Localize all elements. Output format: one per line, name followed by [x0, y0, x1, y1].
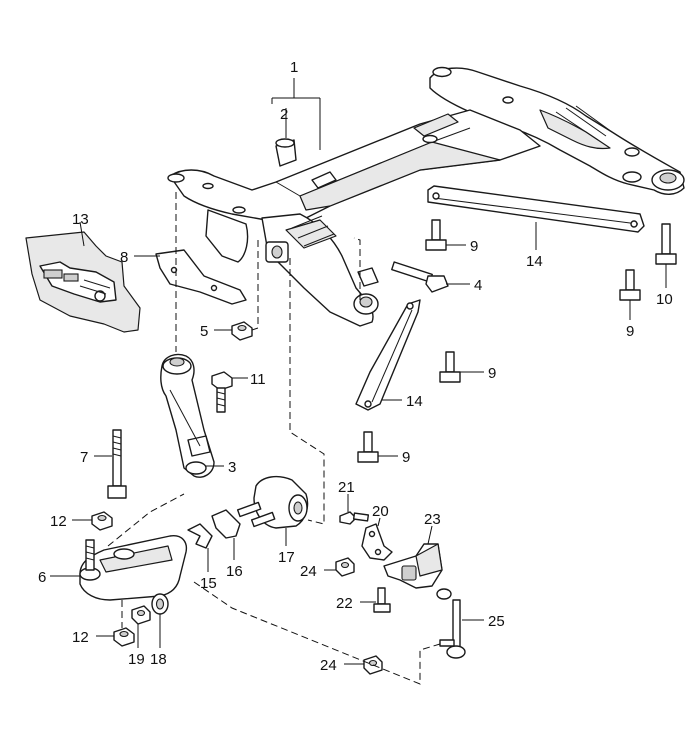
callout-24-b: 24	[320, 657, 337, 674]
leader-lines	[50, 78, 667, 665]
callout-labels: 1 2 13 8 5 11 7 3 12 6 12 19 18 15 16 17…	[38, 59, 673, 674]
callout-2: 2	[280, 106, 288, 123]
bolt-part-7	[107, 429, 127, 499]
brace-strip-upper	[427, 185, 645, 233]
callout-8: 8	[120, 249, 128, 266]
callout-12-lower: 12	[72, 629, 89, 646]
callout-19: 19	[128, 651, 145, 668]
callout-15: 15	[200, 575, 217, 592]
callout-1: 1	[290, 59, 298, 76]
callout-11: 11	[250, 371, 266, 388]
brace-strip-lower	[355, 299, 421, 411]
callout-25: 25	[488, 613, 505, 630]
bolt-part-4	[391, 261, 449, 293]
callout-12-upper: 12	[50, 513, 67, 530]
bracket-part-20	[361, 523, 393, 561]
bolt-part-9-d	[357, 431, 379, 463]
callout-9-d: 9	[402, 449, 410, 466]
bolt-part-11	[211, 371, 233, 413]
callout-6: 6	[38, 569, 46, 586]
callout-23: 23	[424, 511, 441, 528]
bolt-part-10	[655, 223, 677, 265]
callout-3: 3	[228, 459, 236, 476]
crossmember	[167, 66, 685, 327]
bushing-part-17	[236, 475, 309, 529]
bolt-part-9-c	[439, 351, 461, 383]
callout-16: 16	[226, 563, 243, 580]
callout-24-a: 24	[300, 563, 317, 580]
heat-shield-part-13	[25, 231, 141, 333]
callout-9-b: 9	[626, 323, 634, 340]
callout-21: 21	[338, 479, 355, 496]
nut-part-5	[231, 321, 253, 341]
washer-part-18	[151, 593, 169, 615]
bracket-part-8	[155, 249, 247, 305]
callout-18: 18	[150, 651, 167, 668]
callout-14-lower: 14	[406, 393, 423, 410]
clip-part-16	[211, 509, 241, 539]
clip-part-15	[187, 523, 213, 549]
callout-9-c: 9	[488, 365, 496, 382]
callout-14-upper: 14	[526, 253, 543, 270]
engine-mount-part-6	[79, 535, 188, 601]
callout-4: 4	[474, 277, 482, 294]
alignment-lines	[107, 192, 441, 685]
link-rod-part-25	[436, 588, 466, 659]
callout-7: 7	[80, 449, 88, 466]
bolt-part-9-b	[619, 269, 641, 301]
callout-9-a: 9	[470, 238, 478, 255]
callout-5: 5	[200, 323, 208, 340]
nut-part-12-upper	[91, 511, 113, 531]
rubber-bushing-part-2	[275, 124, 297, 167]
bolt-part-9-a	[425, 219, 447, 251]
sensor-part-23	[383, 543, 443, 589]
bolt-part-22	[373, 587, 391, 613]
nut-part-19	[131, 605, 151, 625]
callout-20: 20	[372, 503, 389, 520]
callout-17: 17	[278, 549, 295, 566]
nut-part-12-lower	[113, 627, 135, 647]
callout-22: 22	[336, 595, 353, 612]
bolt-part-21	[339, 511, 370, 525]
nut-part-24-a	[335, 557, 355, 577]
callout-10: 10	[656, 291, 673, 308]
engine-mount-part-3	[160, 353, 215, 478]
callout-13: 13	[72, 211, 89, 228]
